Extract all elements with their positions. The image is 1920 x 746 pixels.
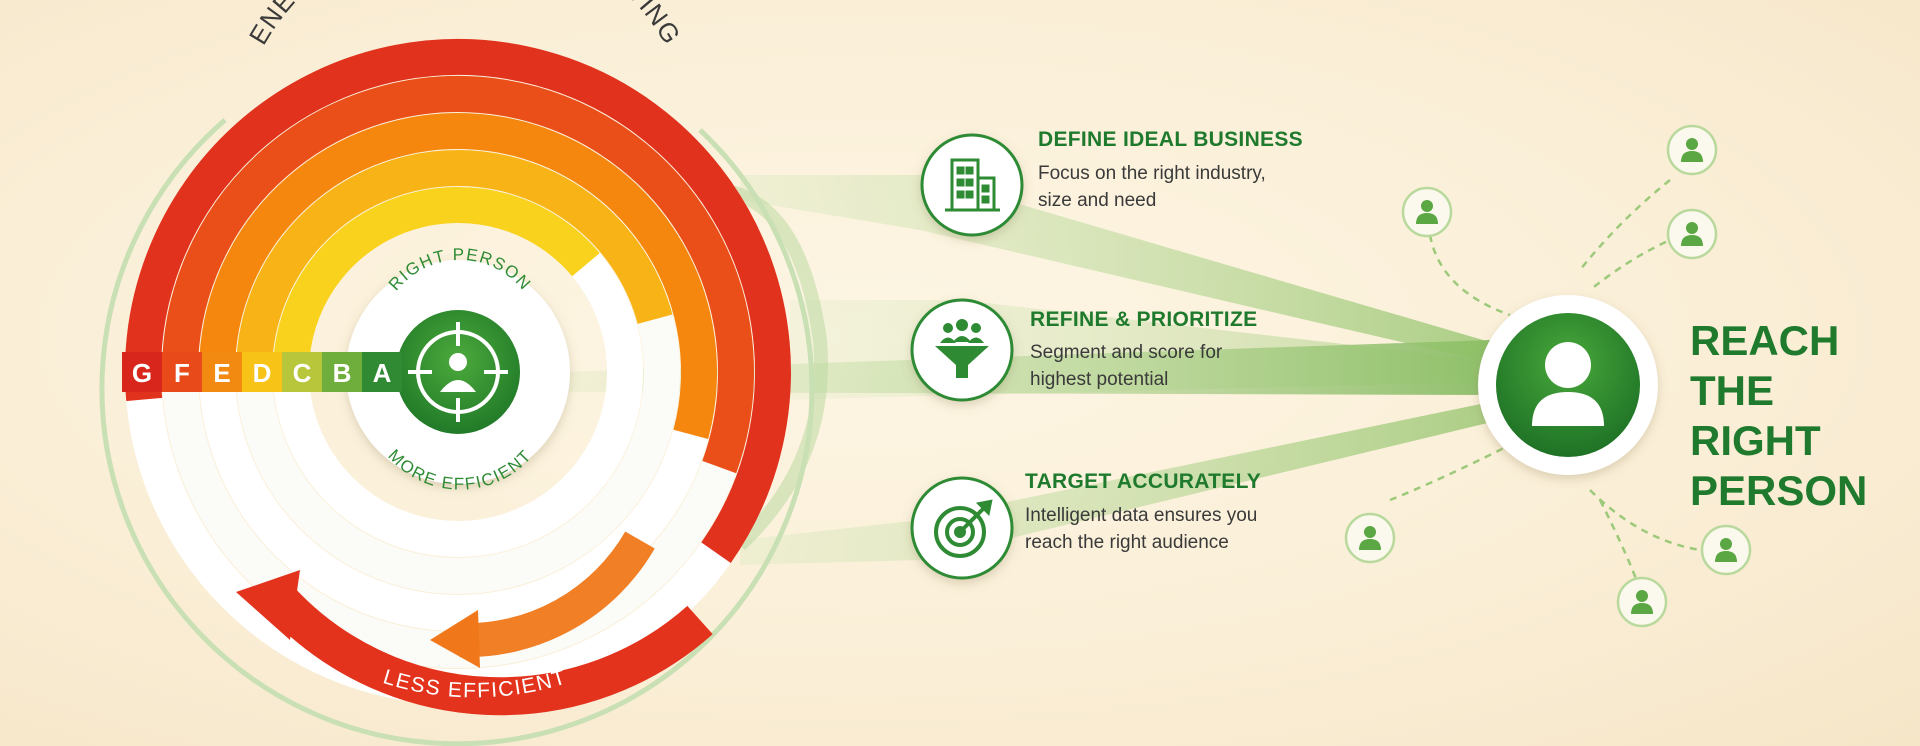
- step-define-desc: Focus on the right industry, size and ne…: [1038, 160, 1266, 214]
- efficiency-arc-4: [273, 187, 600, 360]
- step-refine-line1: Segment and score for: [1030, 342, 1223, 363]
- step-building-badge: [920, 133, 1024, 237]
- efficiency-arc-1: [162, 76, 754, 474]
- step-refine-desc: Segment and score for highest potential: [1030, 339, 1222, 393]
- funnel-people-icon: [935, 319, 989, 378]
- audience-person-icon: [1344, 512, 1396, 564]
- grade-cell-c: [282, 352, 322, 392]
- person-icon: [1532, 342, 1604, 426]
- building-icon: [945, 158, 1000, 212]
- grade-cell-a: [362, 352, 402, 392]
- grade-cell-d: [242, 352, 282, 392]
- audience-network: [1344, 124, 1752, 628]
- grade-letter-a: A: [373, 358, 392, 388]
- goal-line1: REACH: [1690, 317, 1840, 364]
- step-refine-line2: highest potential: [1030, 369, 1169, 390]
- grade-cell-b: [322, 352, 362, 392]
- step-target-line2: reach the right audience: [1025, 532, 1229, 553]
- efficiency-arc-2: [199, 113, 717, 440]
- grade-letter-e: E: [213, 358, 230, 388]
- goal-heading: REACH THE RIGHT PERSON: [1690, 316, 1910, 516]
- grade-cell-e: [202, 352, 242, 392]
- crosshair-person-icon: [408, 322, 508, 422]
- step-define-title: DEFINE IDEAL BUSINESS: [1038, 128, 1303, 151]
- audience-person-icon: [1401, 186, 1453, 238]
- grade-letter-d: D: [253, 358, 272, 388]
- audience-person-icon: [1700, 524, 1752, 576]
- audience-person-icon: [1616, 576, 1668, 628]
- goal-line2: THE RIGHT: [1690, 367, 1821, 464]
- step-target-line1: Intelligent data ensures you: [1025, 505, 1258, 526]
- goal-badge: [1478, 295, 1658, 475]
- step-target-title: TARGET ACCURATELY: [1025, 470, 1262, 493]
- crosshair-badge: [396, 310, 520, 434]
- grade-cell-f: [162, 352, 202, 392]
- efficiency-arc-3: [236, 150, 673, 366]
- step-funnel-badge: [910, 298, 1014, 402]
- grade-letter-c: C: [293, 358, 312, 388]
- step-target-badge: [910, 476, 1014, 580]
- efficiency-arc-0: [125, 39, 791, 563]
- step-define-line2: size and need: [1038, 190, 1157, 211]
- target-arrow-icon: [934, 499, 993, 558]
- audience-person-icon: [1666, 124, 1718, 176]
- audience-person-icon: [1666, 208, 1718, 260]
- step-refine-title: REFINE & PRIORITIZE: [1030, 308, 1258, 331]
- efficiency-arcs: [125, 39, 791, 705]
- less-efficient-arrow: [236, 531, 713, 716]
- gauge-outer-ring: [99, 118, 815, 746]
- grade-cell-g: [122, 352, 162, 392]
- grade-letter-b: B: [333, 358, 352, 388]
- goal-line3: PERSON: [1690, 467, 1868, 514]
- grade-letter-f: F: [174, 358, 190, 388]
- step-target-desc: Intelligent data ensures you reach the r…: [1025, 502, 1257, 556]
- step-define-line1: Focus on the right industry,: [1038, 163, 1266, 184]
- grade-letter-g: G: [132, 358, 152, 388]
